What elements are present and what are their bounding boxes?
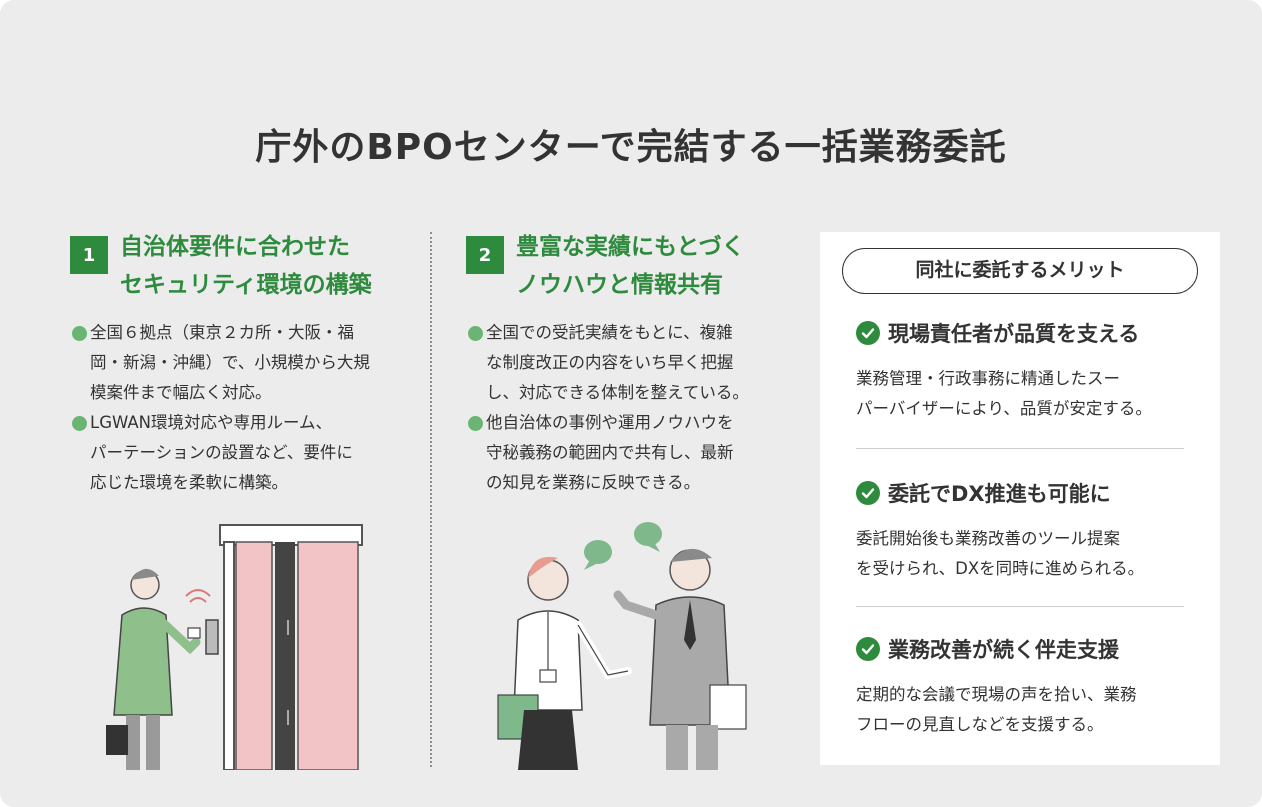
merit-description-3: 定期的な会議で現場の声を拾い、業務 フローの見直しなどを支援する。 bbox=[856, 680, 1196, 740]
feature-heading-2: 豊富な実績にもとづく ノウハウと情報共有 bbox=[516, 228, 816, 304]
bullet-line: 全国６拠点（東京２カ所・大阪・福 bbox=[90, 323, 354, 342]
number-badge-2: 2 bbox=[466, 236, 504, 274]
merit-title-text: 委託でDX推進も可能に bbox=[888, 482, 1111, 506]
merit-title-text: 業務改善が続く伴走支援 bbox=[888, 638, 1119, 662]
merit-description-1: 業務管理・行政事務に精通したスー パーバイザーにより、品質が安定する。 bbox=[856, 364, 1196, 424]
bullet-line: の知見を業務に反映できる。 bbox=[486, 473, 701, 492]
bullet-item: 全国での受託実績をもとに、複雑 な制度改正の内容をいち早く把握 し、対応できる体… bbox=[466, 318, 796, 408]
merit-separator bbox=[856, 606, 1184, 607]
number-badge-1: 1 bbox=[70, 236, 108, 274]
merit-item-1: 現場責任者が品質を支える 業務管理・行政事務に精通したスー パーバイザーにより、… bbox=[856, 316, 1196, 424]
merit-title-3: 業務改善が続く伴走支援 bbox=[856, 632, 1196, 666]
merits-card: 同社に委託するメリット 現場責任者が品質を支える 業務管理・行政事務に精通したス… bbox=[820, 232, 1220, 765]
column-divider bbox=[430, 232, 432, 767]
feature-heading-2-line2: ノウハウと情報共有 bbox=[516, 272, 723, 298]
security-door-illustration bbox=[106, 524, 363, 770]
feature-heading-1: 自治体要件に合わせた セキュリティ環境の構築 bbox=[120, 228, 420, 304]
feature-heading-1-line2: セキュリティ環境の構築 bbox=[120, 272, 372, 298]
bullet-line: 守秘義務の範囲内で共有し、最新 bbox=[486, 443, 734, 462]
consultation-illustration bbox=[497, 522, 747, 770]
merit-desc-line: 業務管理・行政事務に精通したスー bbox=[856, 369, 1120, 388]
feature-heading-2-line1: 豊富な実績にもとづく bbox=[516, 234, 745, 260]
page-title: 庁外のBPOセンターで完結する一括業務委託 bbox=[255, 127, 1007, 168]
merit-separator bbox=[856, 448, 1184, 449]
bullet-line: 応じた環境を柔軟に構築。 bbox=[90, 473, 288, 492]
merit-desc-line: フローの見直しなどを支援する。 bbox=[856, 715, 1104, 734]
merit-description-2: 委託開始後も業務改善のツール提案 を受けられ、DXを同時に進められる。 bbox=[856, 524, 1196, 584]
merit-title-1: 現場責任者が品質を支える bbox=[856, 316, 1196, 350]
merit-item-2: 委託でDX推進も可能に 委託開始後も業務改善のツール提案 を受けられ、DXを同時… bbox=[856, 476, 1196, 584]
merit-desc-line: を受けられ、DXを同時に進められる。 bbox=[856, 559, 1145, 578]
bullet-line: LGWAN環境対応や専用ルーム、 bbox=[90, 413, 333, 432]
check-circle-icon bbox=[856, 637, 880, 661]
bullet-item: 全国６拠点（東京２カ所・大阪・福 岡・新潟・沖縄）で、小規模から大規 模案件まで… bbox=[70, 318, 400, 408]
merit-title-2: 委託でDX推進も可能に bbox=[856, 476, 1196, 510]
feature-bullets-1: 全国６拠点（東京２カ所・大阪・福 岡・新潟・沖縄）で、小規模から大規 模案件まで… bbox=[70, 318, 400, 498]
bullet-line: 模案件まで幅広く対応。 bbox=[90, 383, 272, 402]
bullet-line: な制度改正の内容をいち早く把握 bbox=[486, 353, 734, 372]
bullet-line: パーテーションの設置など、要件に bbox=[90, 443, 353, 462]
feature-heading-1-line1: 自治体要件に合わせた bbox=[120, 234, 350, 260]
merit-desc-line: 委託開始後も業務改善のツール提案 bbox=[856, 529, 1120, 548]
bullet-line: し、対応できる体制を整えている。 bbox=[486, 383, 749, 402]
merit-desc-line: パーバイザーにより、品質が安定する。 bbox=[856, 399, 1152, 418]
bullet-line: 全国での受託実績をもとに、複雑 bbox=[486, 323, 733, 342]
bullet-item: LGWAN環境対応や専用ルーム、 パーテーションの設置など、要件に 応じた環境を… bbox=[70, 408, 400, 498]
check-circle-icon bbox=[856, 321, 880, 345]
bullet-line: 岡・新潟・沖縄）で、小規模から大規 bbox=[90, 353, 370, 372]
feature-bullets-2: 全国での受託実績をもとに、複雑 な制度改正の内容をいち早く把握 し、対応できる体… bbox=[466, 318, 796, 498]
bullet-line: 他自治体の事例や運用ノウハウを bbox=[486, 413, 734, 432]
merits-header: 同社に委託するメリット bbox=[842, 248, 1198, 294]
merit-desc-line: 定期的な会議で現場の声を拾い、業務 bbox=[856, 685, 1137, 704]
check-circle-icon bbox=[856, 481, 880, 505]
bullet-item: 他自治体の事例や運用ノウハウを 守秘義務の範囲内で共有し、最新 の知見を業務に反… bbox=[466, 408, 796, 498]
merit-item-3: 業務改善が続く伴走支援 定期的な会議で現場の声を拾い、業務 フローの見直しなどを… bbox=[856, 632, 1196, 740]
merit-title-text: 現場責任者が品質を支える bbox=[888, 322, 1140, 346]
